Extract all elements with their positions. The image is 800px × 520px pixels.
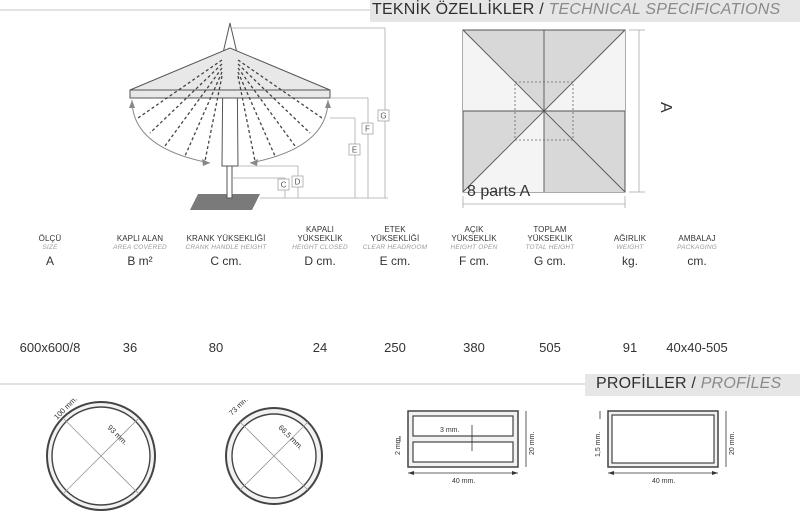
value-height-open: 380 (463, 340, 485, 355)
col-total-height-tr: TOPLAM YÜKSEKLİK (527, 225, 573, 243)
col-headroom-unit: E cm. (379, 254, 411, 268)
double-wall-dim: 2 mm. (395, 436, 402, 456)
profile-round-large: 100 mm. 93 mm. (46, 398, 156, 511)
double-mid-dim: 3 mm. (440, 427, 460, 434)
profiles-header-rule (0, 383, 800, 385)
col-height-closed: KAPALI YÜKSEKLİK HEIGHT CLOSED D cm. (275, 225, 365, 268)
col-crank-unit: C cm. (210, 254, 242, 268)
profile-rect-double: 2 mm. 3 mm. 20 mm. 40 mm. (395, 410, 536, 485)
col-crank-en: CRANK HANDLE HEIGHT (185, 244, 267, 251)
value-weight: 91 (622, 340, 638, 355)
col-area-unit: B m² (127, 254, 153, 268)
col-height-open-en: HEIGHT OPEN (450, 244, 498, 251)
col-packaging-en: PACKAGING (677, 244, 717, 251)
col-height-closed-tr: KAPALI YÜKSEKLİK (297, 225, 343, 243)
col-size-tr: ÖLÇÜ (38, 234, 62, 243)
profiles-title-tr: PROFİLLER (596, 375, 687, 392)
top-view-side-label: A (657, 102, 674, 113)
col-packaging-unit: cm. (687, 254, 707, 268)
profiles-header-band: PROFİLLER / PROFİLES (0, 374, 800, 396)
col-height-closed-en: HEIGHT CLOSED (292, 244, 348, 251)
single-height-dim: 20 mm. (729, 432, 736, 455)
col-packaging: AMBALAJ PACKAGING cm. (652, 234, 742, 268)
title-en: TECHNICAL SPECIFICATIONS (548, 1, 781, 18)
value-total-height: 505 (539, 340, 561, 355)
profiles-title-en: PROFİLES (700, 375, 782, 392)
label-g: G (380, 112, 386, 121)
title-separator: / (539, 1, 544, 18)
col-headroom-tr: ETEK YÜKSEKLİĞİ (370, 225, 420, 243)
col-headroom-en: CLEAR HEADROOM (362, 244, 428, 251)
col-size: ÖLÇÜ SIZE A (5, 234, 95, 268)
col-weight-en: WEIGHT (616, 244, 644, 251)
header-band: TEKNİK ÖZELLİKLER / TECHNICAL SPECIFICAT… (0, 0, 800, 22)
value-packaging: 40x40-505 (666, 340, 728, 355)
title-tr: TEKNİK ÖZELLİKLER (372, 1, 535, 18)
value-crank: 80 (208, 340, 224, 355)
col-size-unit: A (45, 254, 54, 268)
col-height-open-unit: F cm. (459, 254, 489, 268)
profiles-header-fill (585, 374, 800, 396)
base-plate (190, 194, 260, 210)
col-height-closed-unit: D cm. (304, 254, 336, 268)
swing-arc-right (249, 99, 329, 164)
value-area: 36 (122, 340, 138, 355)
label-d: D (295, 178, 301, 187)
col-packaging-tr: AMBALAJ (678, 234, 716, 243)
col-total-height-en: TOTAL HEIGHT (525, 244, 575, 251)
col-weight-unit: kg. (621, 254, 638, 268)
header-fill (370, 0, 800, 22)
label-f: F (365, 125, 370, 134)
col-area-tr: KAPLI ALAN (116, 234, 164, 243)
col-headroom: ETEK YÜKSEKLİĞİ CLEAR HEADROOM E cm. (350, 225, 440, 268)
value-size: 600x600/8 (19, 340, 81, 355)
canopy-top-view: A 8 parts A (462, 29, 674, 208)
single-wall-dim: 1,5 mm. (595, 432, 602, 457)
col-total-height: TOPLAM YÜKSEKLİK TOTAL HEIGHT G cm. (505, 225, 595, 268)
single-width-dim: 40 mm. (652, 478, 675, 485)
label-e: E (352, 146, 357, 155)
col-size-en: SIZE (42, 244, 58, 251)
value-headroom: 250 (384, 340, 406, 355)
col-crank: KRANK YÜKSEKLİĞİ CRANK HANDLE HEIGHT C c… (176, 234, 276, 268)
double-width-dim: 40 mm. (452, 478, 475, 485)
col-crank-tr: KRANK YÜKSEKLİĞİ (186, 234, 266, 243)
value-height-closed: 24 (312, 340, 328, 355)
page-title: TEKNİK ÖZELLİKLER / TECHNICAL SPECIFICAT… (372, 1, 780, 19)
umbrella-side-diagram: G F E D C (129, 22, 390, 210)
profile-rect-single: 1,5 mm. 20 mm. 40 mm. (595, 410, 736, 485)
profiles-title-separator: / (691, 375, 697, 392)
open-canopy (129, 47, 331, 99)
col-height-open: AÇIK YÜKSEKLİK HEIGHT OPEN F cm. (429, 225, 519, 268)
col-total-height-unit: G cm. (534, 254, 566, 268)
col-height-open-tr: AÇIK YÜKSEKLİK (451, 225, 497, 243)
col-weight: AĞIRLIK WEIGHT kg. (585, 234, 675, 268)
col-area: KAPLI ALAN AREA COVERED B m² (95, 234, 185, 268)
swing-arc-left (131, 99, 211, 164)
profile-round-small: 73 mm. 66,5 mm. (225, 400, 323, 505)
top-view-caption: 8 parts A (467, 183, 530, 200)
profiles-title: PROFİLLER / PROFİLES (596, 375, 781, 393)
col-weight-tr: AĞIRLIK (613, 234, 647, 243)
col-area-en: AREA COVERED (113, 244, 167, 251)
label-c: C (281, 181, 287, 190)
double-height-dim: 20 mm. (529, 432, 536, 455)
